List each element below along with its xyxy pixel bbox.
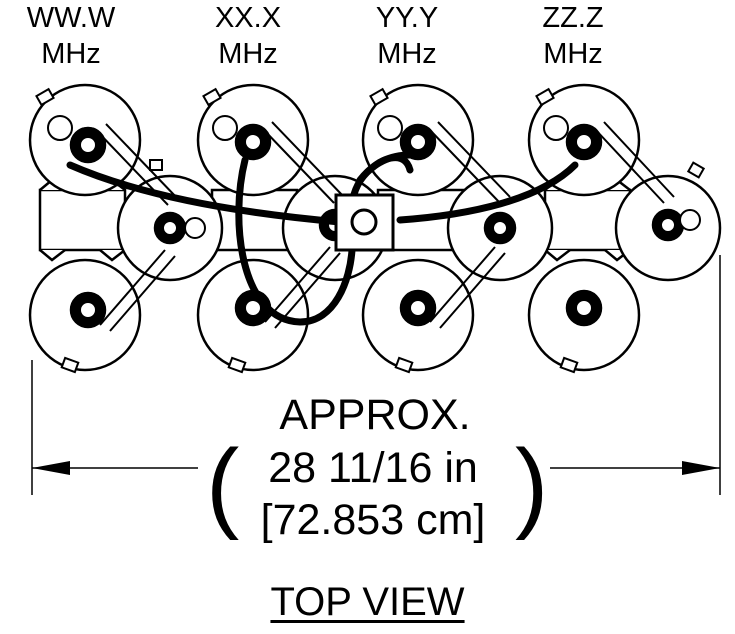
frequency-value: XX.X: [214, 2, 282, 34]
dimension-qualifier: APPROX.: [279, 391, 471, 439]
dimension-close-paren: ): [515, 429, 549, 541]
frequency-label-2: XX.X MHz: [188, 0, 308, 72]
frequency-value: YY.Y: [375, 2, 439, 34]
frequency-unit: MHz: [543, 38, 603, 70]
tuning-knobs: [47, 115, 701, 329]
frequency-value: ZZ.Z: [542, 2, 604, 34]
junction-box: [334, 193, 395, 252]
frequency-unit: MHz: [218, 38, 278, 70]
frequency-label-3: YY.Y MHz: [347, 0, 467, 72]
view-title-text: TOP VIEW: [270, 580, 465, 624]
frequency-unit: MHz: [41, 38, 101, 70]
coupling-bars: [95, 121, 675, 332]
frequency-value: WW.W: [26, 2, 116, 34]
dimension-open-paren: (: [206, 429, 240, 541]
view-title: TOP VIEW: [0, 580, 735, 624]
frequency-unit: MHz: [377, 38, 437, 70]
dimension-imperial: 28 11/16 in: [268, 444, 478, 492]
frequency-label-1: WW.W MHz: [11, 0, 131, 72]
frequency-label-4: ZZ.Z MHz: [513, 0, 633, 72]
dimension-metric: [72.853 cm]: [260, 496, 486, 544]
cavity-clamp-tabs: [35, 87, 706, 374]
dimension-arrows: [32, 461, 720, 475]
